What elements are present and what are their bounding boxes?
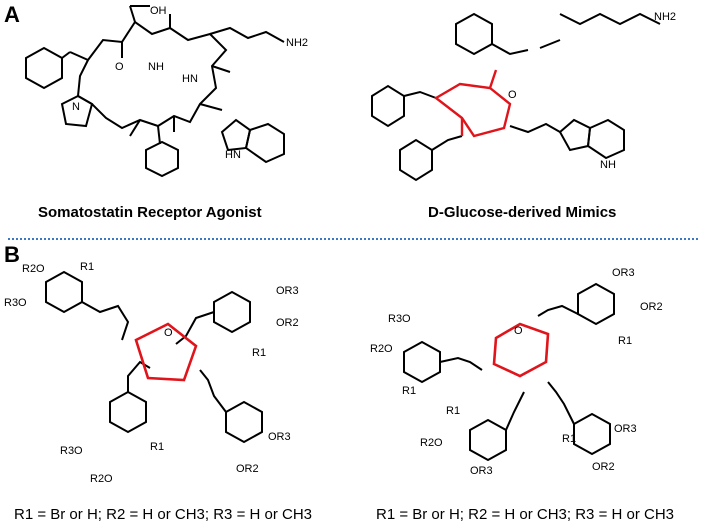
glucose-core	[433, 69, 512, 138]
left-or3-top-atom: OR3	[276, 285, 299, 297]
o-atom: O	[115, 61, 124, 73]
right-r1-top-atom: R1	[618, 335, 632, 347]
right-r3o-atom: R3O	[388, 313, 411, 325]
left-r3o-bottom-atom: R3O	[60, 445, 83, 457]
left-or2-top-atom: OR2	[276, 317, 299, 329]
panel-b-label: B	[4, 242, 20, 267]
left-r-definitions: R1 = Br or H; R2 = H or CH3; R3 = H or C…	[14, 506, 313, 523]
left-caption: Somatostatin Receptor Agonist	[38, 204, 262, 221]
furanose-ring-o-atom: O	[164, 327, 173, 339]
right-r1-bottom-atom: R1	[446, 405, 460, 417]
right-or3-top-atom: OR3	[612, 267, 635, 279]
indole-hn-atom: HN	[225, 149, 241, 161]
glucose-indole-nh-atom: NH	[600, 159, 616, 171]
left-r3o-atom: R3O	[4, 297, 27, 309]
left-r2o-bottom-atom: R2O	[90, 473, 113, 485]
pyranose-ester-structure	[403, 282, 615, 462]
left-or2-bottom-atom: OR2	[236, 463, 259, 475]
right-r2o-bottom-atom: R2O	[420, 437, 443, 449]
right-caption: D-Glucose-derived Mimics	[428, 204, 617, 221]
right-r1-br-atom: R1	[562, 433, 576, 445]
furanose-core	[134, 322, 198, 382]
left-r2o-atom: R2O	[22, 263, 45, 275]
nh2-atom: NH2	[286, 37, 308, 49]
somatostatin-agonist-structure	[25, 5, 285, 178]
right-or2-top-atom: OR2	[640, 301, 663, 313]
right-r-definitions: R1 = Br or H; R2 = H or CH3; R3 = H or C…	[376, 506, 675, 523]
right-or3-br-atom: OR3	[614, 423, 637, 435]
right-or2-br-atom: OR2	[592, 461, 615, 473]
right-r2o-atom: R2O	[370, 343, 393, 355]
hn-atom: HN	[182, 73, 198, 85]
pyranose-core	[492, 322, 550, 378]
right-or3-bottom-atom: OR3	[470, 465, 493, 477]
glucose-mimic-structure	[371, 12, 661, 182]
right-r1-left-atom: R1	[402, 385, 416, 397]
n-atom: N	[72, 101, 80, 113]
glucose-ring-o-atom: O	[508, 89, 517, 101]
nh-atom: NH	[148, 61, 164, 73]
left-r1-top-atom: R1	[252, 347, 266, 359]
panel-a-label: A	[4, 2, 20, 27]
left-or3-bottom-atom: OR3	[268, 431, 291, 443]
oh-atom: OH	[150, 5, 167, 17]
glucose-nh2-atom: NH2	[654, 11, 676, 23]
furanose-ester-structure	[45, 270, 263, 444]
left-r1-atom: R1	[80, 261, 94, 273]
left-r1-bottom-atom: R1	[150, 441, 164, 453]
section-divider	[8, 238, 698, 240]
pyranose-ring-o-atom: O	[514, 325, 523, 337]
